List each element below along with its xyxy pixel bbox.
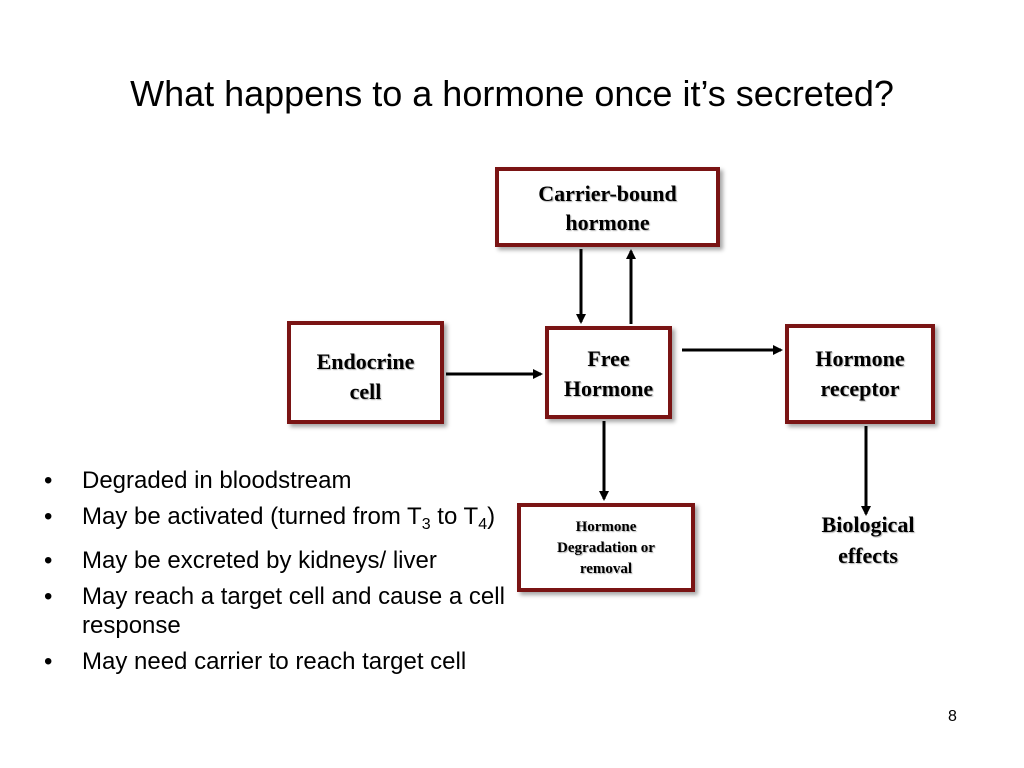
bullet-text-part: May be activated (turned from T (82, 503, 422, 530)
bullet-dot: • (44, 648, 53, 675)
free-hormone-line-1: Free (587, 346, 630, 371)
carrier-bound-line-2: hormone (565, 210, 650, 235)
carrier-bound-line-1: Carrier-bound (538, 181, 677, 206)
bullet-text-part: to T (430, 503, 479, 530)
slide-title: What happens to a hormone once it’s secr… (130, 73, 894, 114)
subscript: 4 (478, 516, 488, 533)
biological-effects-label: Biological effects (798, 509, 938, 571)
hormone-receptor-box: Hormone receptor (785, 324, 935, 424)
bullet-dot: • (44, 467, 53, 494)
page-number: 8 (948, 708, 957, 725)
bullet-text: Degraded in bloodstream (82, 467, 352, 494)
biological-effects-line-1: Biological (821, 512, 915, 537)
hormone-receptor-line-2: receptor (820, 376, 900, 401)
free-hormone-line-2: Hormone (563, 376, 654, 401)
degradation-line-3: removal (579, 561, 633, 577)
free-hormone-box: Free Hormone (545, 326, 672, 419)
bullet-text-part: ) (487, 503, 496, 530)
hormone-receptor-line-1: Hormone (815, 346, 905, 371)
degradation-line-1: Hormone (575, 519, 637, 535)
bullet-list: • Degraded in bloodstream • May be activ… (44, 466, 524, 683)
degradation-line-2: Degradation or (557, 540, 655, 556)
bullet-item: • Degraded in bloodstream (44, 466, 524, 495)
bullet-text: May need carrier to reach target cell (82, 648, 467, 675)
bullet-text: May be excreted by kidneys/ liver (82, 547, 437, 574)
bullet-text: May reach a target cell and cause a cell… (82, 583, 505, 639)
biological-effects-line-2: effects (838, 543, 898, 568)
bullet-item: • May be activated (turned from T3 to T4… (44, 502, 524, 539)
bullet-dot: • (44, 547, 53, 574)
endocrine-cell-line-2: cell (349, 379, 382, 404)
bullet-dot: • (44, 503, 53, 530)
subscript: 3 (421, 516, 431, 533)
bullet-item: • May reach a target cell and cause a ce… (44, 582, 524, 640)
endocrine-cell-box: Endocrine cell (287, 321, 444, 424)
hormone-degradation-box: Hormone Degradation or removal (517, 503, 695, 592)
bullet-item: • May be excreted by kidneys/ liver (44, 546, 524, 575)
endocrine-cell-line-1: Endocrine (316, 349, 415, 374)
bullet-dot: • (44, 583, 53, 610)
carrier-bound-hormone-box: Carrier-bound hormone (495, 167, 720, 247)
bullet-item: • May need carrier to reach target cell (44, 647, 524, 676)
